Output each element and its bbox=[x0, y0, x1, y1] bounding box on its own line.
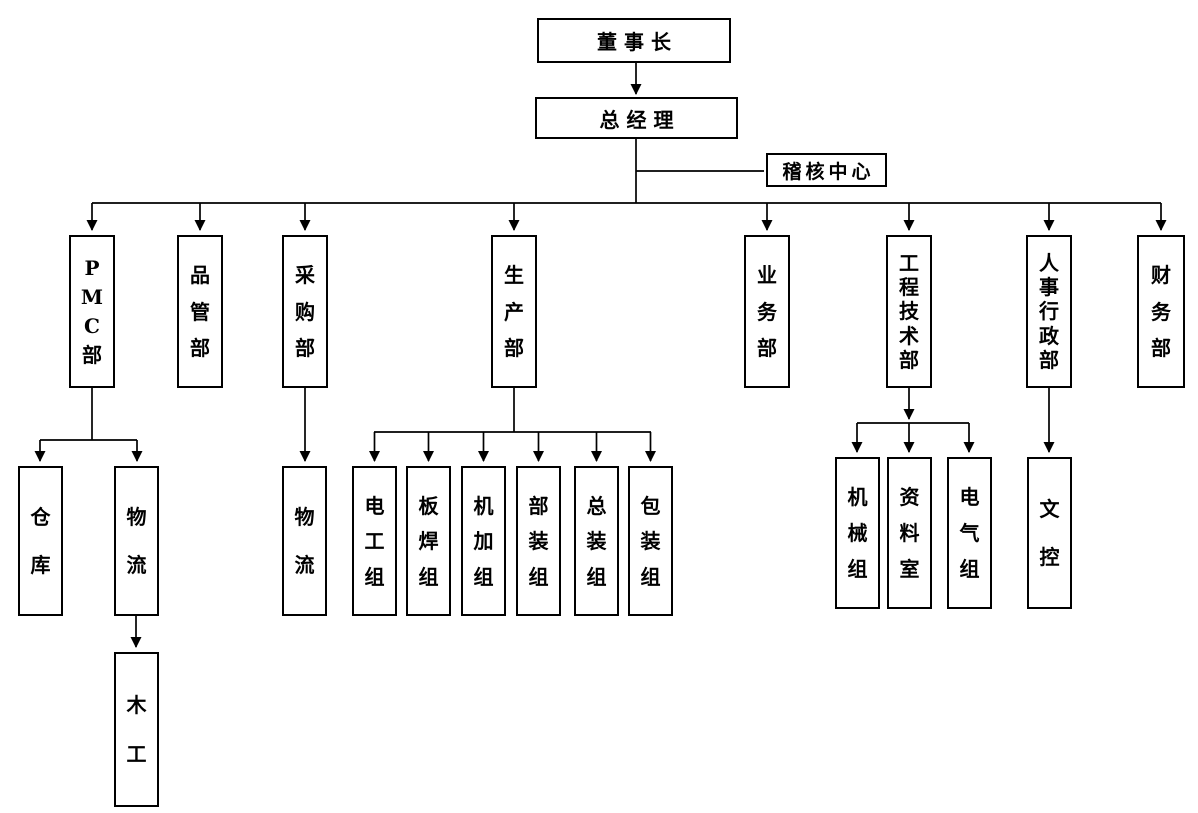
node-quality-dept: 品管部 bbox=[177, 235, 223, 388]
node-warehouse: 仓库 bbox=[18, 466, 63, 616]
node-final-assembly-group: 总装组 bbox=[574, 466, 619, 616]
node-document-control: 文控 bbox=[1027, 457, 1072, 609]
node-chairman: 董事长 bbox=[537, 18, 731, 63]
node-mechanical-group: 机械组 bbox=[835, 457, 880, 609]
node-engineering-dept: 工程技术部 bbox=[886, 235, 932, 388]
node-general-manager: 总经理 bbox=[535, 97, 738, 139]
node-electrical-group: 电气组 bbox=[947, 457, 992, 609]
node-machining-group: 机加组 bbox=[461, 466, 506, 616]
node-data-room: 资料室 bbox=[887, 457, 932, 609]
node-sub-assembly-group: 部装组 bbox=[516, 466, 561, 616]
node-purchasing-dept: 采购部 bbox=[282, 235, 328, 388]
node-business-dept: 业务部 bbox=[744, 235, 790, 388]
node-hr-admin-dept: 人事行政部 bbox=[1026, 235, 1072, 388]
node-logistics-pmc: 物流 bbox=[114, 466, 159, 616]
node-production-dept: 生产部 bbox=[491, 235, 537, 388]
node-audit-center: 稽核中心 bbox=[766, 153, 887, 187]
node-packaging-group: 包装组 bbox=[628, 466, 673, 616]
node-woodworking: 木工 bbox=[114, 652, 159, 807]
node-logistics-purchasing: 物流 bbox=[282, 466, 327, 616]
node-plate-welding-group: 板焊组 bbox=[406, 466, 451, 616]
node-electrician-group: 电工组 bbox=[352, 466, 397, 616]
node-finance-dept: 财务部 bbox=[1137, 235, 1185, 388]
